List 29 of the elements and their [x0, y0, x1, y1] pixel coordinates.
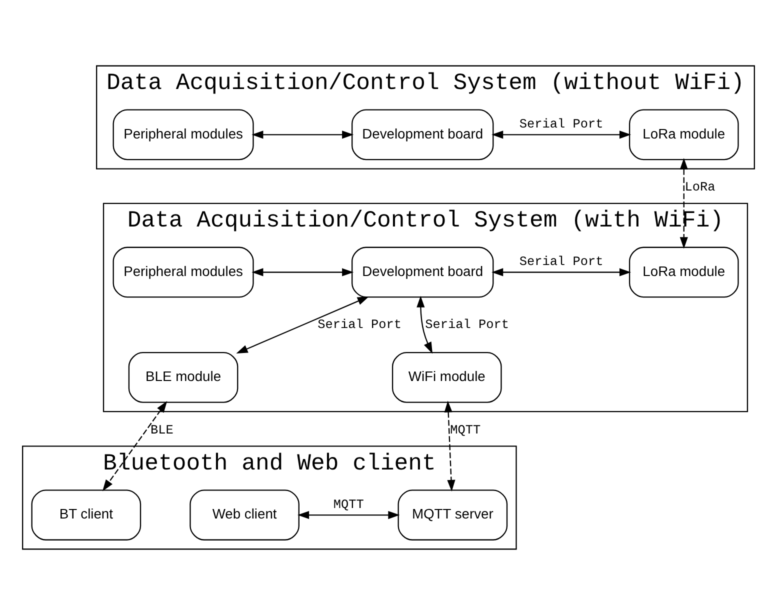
node-box: Web client	[190, 489, 300, 540]
arrow	[102, 400, 168, 491]
node-box: MQTT server	[398, 489, 508, 540]
node-box: Peripheral modules	[112, 246, 254, 298]
node-box: Peripheral modules	[112, 108, 254, 160]
edge-label: Serial Port	[519, 116, 604, 131]
arrow	[492, 268, 632, 276]
node-box: Development board	[352, 108, 494, 160]
arrow	[297, 510, 400, 519]
edge-label: Serial Port	[318, 316, 402, 332]
node-box: LoRa module	[628, 108, 739, 160]
edge-label: MQTT	[450, 422, 481, 437]
arrow	[236, 296, 369, 354]
node-box: BT client	[31, 489, 142, 540]
edge-label: BLE	[150, 422, 174, 437]
arrow	[492, 130, 632, 138]
node-box: Development board	[352, 246, 494, 298]
node-box: WiFi module	[392, 352, 502, 402]
edge-label: MQTT	[333, 496, 364, 512]
node-box: LoRa module	[628, 246, 739, 298]
node-box: BLE module	[128, 352, 238, 402]
arrow	[416, 295, 433, 354]
arrow	[252, 130, 354, 138]
edge-label: LoRa	[684, 179, 716, 194]
arrow	[680, 157, 688, 248]
edge-label: Serial Port	[519, 254, 604, 269]
arrow	[444, 400, 456, 492]
edge-label: Serial Port	[425, 316, 510, 332]
arrow	[252, 268, 354, 276]
